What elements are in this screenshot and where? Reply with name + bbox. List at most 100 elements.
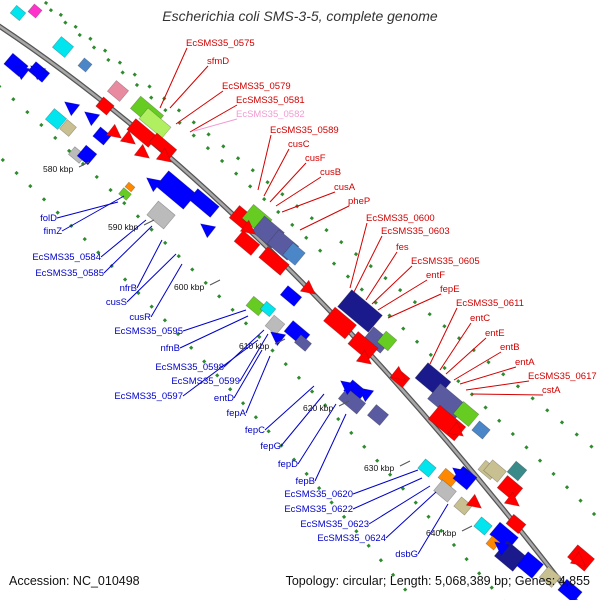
label-leader — [263, 148, 290, 197]
forward-gene-label: entF — [426, 270, 445, 281]
tick-mark — [461, 525, 473, 532]
gene-block — [77, 57, 93, 73]
label-leader — [233, 349, 263, 399]
label-leader — [169, 65, 209, 109]
reverse-gene-label: EcSMS35_0598 — [155, 362, 224, 373]
gene-block — [51, 36, 75, 58]
label-leader — [280, 393, 325, 447]
label-leader — [179, 315, 249, 349]
gene-arrow — [452, 467, 469, 483]
forward-gene-label: entB — [500, 342, 520, 353]
label-leader — [368, 485, 431, 525]
kbp-tick-label: 620 kbp — [303, 403, 334, 413]
tick-mark — [399, 460, 411, 467]
gene-arrow — [239, 219, 256, 235]
gene-block — [138, 107, 172, 139]
gene-block — [259, 300, 277, 318]
label-leader — [281, 191, 336, 213]
gene-arrow — [299, 279, 316, 295]
label-leader — [264, 385, 315, 431]
reverse-gene-label: nfnB — [160, 343, 180, 354]
gene-block — [453, 496, 473, 516]
label-leader — [182, 309, 247, 332]
label-leader — [453, 351, 502, 381]
gene-block — [506, 460, 528, 482]
gene-arrow — [503, 491, 520, 507]
reverse-gene-label: EcSMS35_0623 — [300, 519, 369, 530]
reverse-gene-label: EcSMS35_0622 — [284, 504, 353, 515]
forward-gene-label: sfmD — [207, 56, 229, 67]
gene-arrow — [200, 223, 217, 239]
gene-arrow — [155, 147, 172, 163]
gene-arrow — [119, 129, 136, 145]
gene-arrow — [64, 101, 81, 117]
forward-gene-label: EcSMS35_0603 — [381, 226, 450, 237]
reverse-gene-label: cusS — [106, 297, 127, 308]
reverse-gene-label: EcSMS35_0624 — [317, 533, 386, 544]
forward-gene-label: entC — [470, 313, 490, 324]
forward-gene-label: EcSMS35_0617 — [528, 371, 597, 382]
gene-arrow — [14, 65, 31, 81]
gene-block — [59, 119, 77, 137]
forward-gene-label: entE — [485, 328, 505, 339]
gene-block — [146, 200, 176, 230]
label-leader — [371, 265, 413, 305]
gene-arrow — [465, 493, 482, 509]
forward-gene-labels: EcSMS35_0575sfmDEcSMS35_0579EcSMS35_0581… — [159, 38, 597, 396]
label-leader — [100, 219, 147, 258]
label-leader — [136, 239, 163, 289]
accession-text: Accession: NC_010498 — [9, 574, 140, 588]
reverse-gene-label: EcSMS35_0584 — [32, 252, 101, 263]
reverse-gene-label: fimZ — [44, 226, 63, 237]
gene-features — [3, 3, 595, 600]
gene-block — [27, 3, 43, 19]
gene-block — [95, 96, 115, 116]
gene-arrow — [389, 365, 406, 381]
forward-gene-label: fes — [396, 242, 409, 253]
forward-gene-label: EcSMS35_0582 — [236, 109, 305, 120]
label-leader — [182, 339, 259, 397]
label-leader — [314, 413, 347, 482]
forward-gene-label: entA — [515, 357, 535, 368]
reverse-gene-label: EcSMS35_0599 — [171, 376, 240, 387]
forward-gene-label: EcSMS35_0575 — [186, 38, 255, 49]
label-leader — [61, 195, 125, 232]
label-leader — [471, 393, 544, 396]
reverse-gene-label: EcSMS35_0585 — [35, 268, 104, 279]
tick-mark — [78, 161, 90, 168]
gene-block — [433, 479, 457, 503]
label-leader — [417, 503, 449, 555]
gene-arrow — [494, 541, 511, 557]
reverse-gene-label: cusR — [129, 312, 151, 323]
map-title: Escherichia coli SMS-3-5, complete genom… — [162, 8, 438, 24]
dotted-guide — [0, 85, 505, 600]
gene-block — [483, 459, 507, 483]
gene-block — [264, 314, 286, 336]
tick-mark — [338, 400, 350, 407]
gene-block — [124, 181, 136, 193]
reverse-gene-label: dsbG — [395, 549, 418, 560]
label-leader — [150, 263, 183, 318]
label-leader — [377, 279, 428, 311]
forward-gene-label: cusF — [305, 153, 326, 164]
gene-block — [76, 144, 98, 166]
gene-block — [337, 289, 383, 333]
gene-arrow — [355, 349, 372, 365]
dotted-guide — [36, 0, 600, 523]
label-leader — [365, 251, 398, 301]
gene-block — [294, 334, 312, 352]
reverse-gene-label: folD — [40, 213, 57, 224]
forward-gene-label: cusA — [334, 182, 356, 193]
label-leader — [387, 293, 442, 319]
gene-block — [376, 330, 398, 352]
gene-block — [505, 513, 527, 535]
label-leader — [269, 162, 307, 203]
reverse-gene-label: fepB — [295, 476, 315, 487]
forward-gene-label: EcSMS35_0589 — [270, 125, 339, 136]
forward-gene-label: EcSMS35_0600 — [366, 213, 435, 224]
forward-gene-label: EcSMS35_0579 — [222, 81, 291, 92]
kbp-tick-label: 600 kbp — [174, 282, 205, 292]
label-leader — [239, 333, 269, 382]
